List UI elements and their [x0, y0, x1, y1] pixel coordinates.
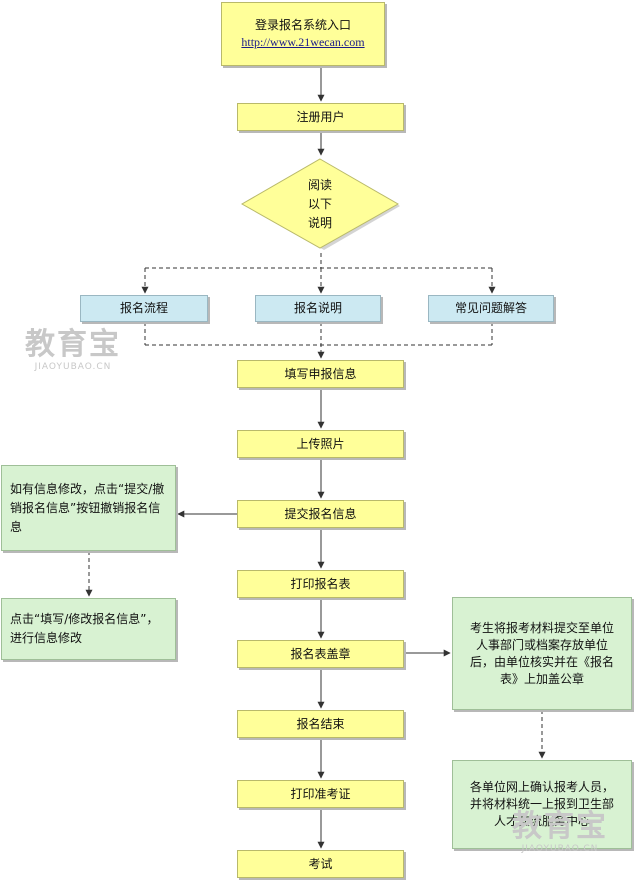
note-modify-fill: 点击“填写/修改报名信息”，进行信息修改 [1, 598, 176, 660]
decision-diamond [240, 158, 400, 250]
note-unit-stamp: 考生将报考材料提交至单位人事部门或档案存放单位后，由单位核实并在《报名表》上加盖… [452, 597, 632, 710]
info-box-process: 报名流程 [80, 295, 208, 322]
decision-line: 说明 [307, 215, 332, 230]
step-print-form: 打印报名表 [237, 570, 404, 598]
entry-url-link[interactable]: http://www.21wecan.com [241, 35, 365, 49]
step-exam: 考试 [237, 850, 404, 878]
step-fill-info: 填写申报信息 [237, 360, 404, 388]
decision-text: 阅读 以下 说明 [240, 158, 400, 250]
note-unit-confirm: 各单位网上确认报考人员，并将材料统一上报到卫生部人才交流服务中心 [452, 760, 632, 849]
step-stamp-form: 报名表盖章 [237, 640, 404, 668]
step-upload-photo: 上传照片 [237, 430, 404, 458]
entry-box: 登录报名系统入口 http://www.21wecan.com [221, 2, 385, 66]
info-box-faq: 常见问题解答 [428, 295, 554, 322]
step-print-admission: 打印准考证 [237, 780, 404, 808]
entry-title: 登录报名系统入口 [254, 18, 351, 32]
note-modify-submit: 如有信息修改，点击“提交/撤销报名信息”按钮撤销报名信息 [1, 465, 176, 551]
decision-line: 阅读 [307, 177, 332, 192]
register-box: 注册用户 [237, 103, 404, 131]
decision-line: 以下 [307, 196, 332, 211]
step-registration-end: 报名结束 [237, 710, 404, 738]
step-submit-info: 提交报名信息 [237, 500, 404, 528]
info-box-description: 报名说明 [255, 295, 381, 322]
